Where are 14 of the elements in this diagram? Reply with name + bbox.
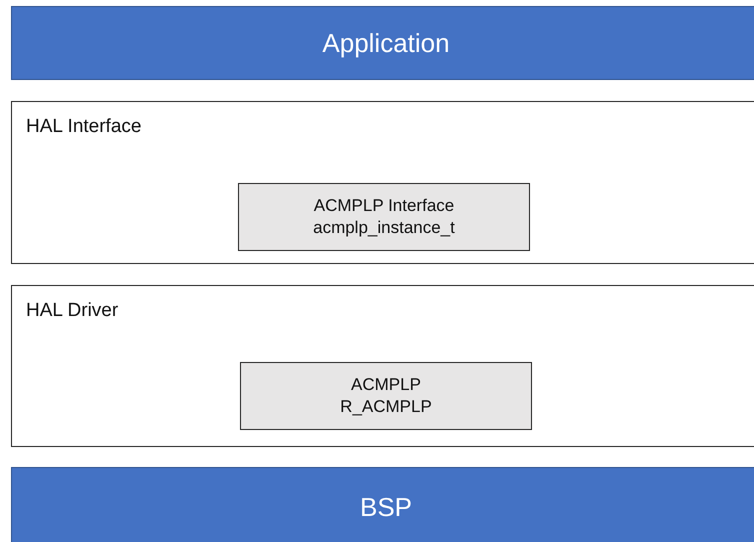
module-label: ACMPLP Interface — [314, 194, 454, 217]
layer-title: HAL Driver — [26, 300, 118, 322]
layer-title: Application — [322, 28, 450, 58]
layer-title: HAL Interface — [26, 116, 142, 138]
module-label: ACMPLP — [351, 374, 421, 396]
module-label: acmplp_instance_t — [313, 217, 455, 239]
module-label: R_ACMPLP — [340, 396, 432, 418]
module-box — [240, 362, 532, 430]
layer-panel — [11, 101, 754, 264]
layer-bar — [11, 6, 754, 80]
layer-title: BSP — [360, 492, 412, 522]
layer-bar — [11, 467, 754, 542]
module-box — [238, 183, 530, 251]
layer-panel — [11, 285, 754, 447]
